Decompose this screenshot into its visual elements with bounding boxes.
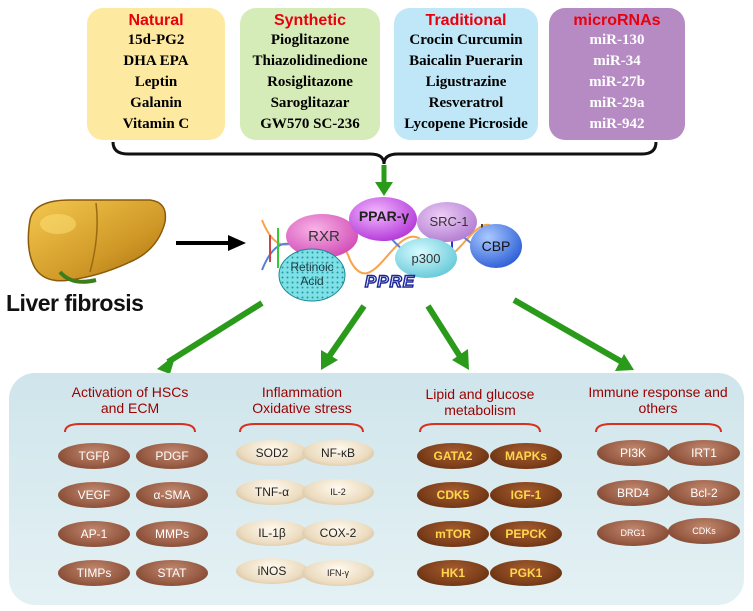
list-item: AP-1 (58, 521, 130, 547)
ppar-icon (349, 197, 417, 241)
list-item: Lycopene Picroside (404, 116, 528, 132)
list-item: CDKs (668, 518, 740, 544)
list-item: IFN-γ (302, 560, 374, 586)
list-item: MMPs (136, 521, 208, 547)
list-item: TIMPs (58, 560, 130, 586)
list-item: NF-κB (302, 440, 374, 466)
list-item: miR-942 (589, 116, 645, 132)
ppar-label: PPAR-γ (358, 208, 410, 224)
list-item: IGF-1 (490, 482, 562, 508)
list-item: HK1 (417, 560, 489, 586)
p300-label: p300 (411, 251, 441, 266)
natural-box: Natural 15d-PG2 DHA EPA Leptin Galanin V… (87, 8, 225, 140)
list-item: Vitamin C (122, 116, 190, 132)
list-item: CDK5 (417, 482, 489, 508)
source-bracket (111, 141, 658, 165)
traditional-title: Traditional (425, 12, 507, 29)
column-bracket (595, 423, 722, 433)
rxr-icon (286, 214, 358, 258)
list-item: miR-130 (589, 32, 645, 48)
list-item: Resveratrol (428, 95, 504, 111)
list-item: Bcl-2 (668, 480, 740, 506)
arrow-icon (615, 354, 634, 371)
list-item: mTOR (417, 521, 489, 547)
cbp-label: CBP (481, 238, 511, 254)
arrow-icon (452, 349, 469, 370)
list-item: α-SMA (136, 482, 208, 508)
list-item: Saroglitazar (270, 95, 350, 111)
list-item: Crocin Curcumin (409, 32, 523, 48)
list-item: Pioglitazone (270, 32, 350, 48)
list-item: COX-2 (302, 520, 374, 546)
list-item: miR-27b (589, 74, 645, 90)
microrna-title: microRNAs (573, 12, 661, 29)
list-item: DHA EPA (123, 53, 189, 69)
liver-fibrosis-label: Liver fibrosis (6, 290, 144, 316)
list-item: PEPCK (490, 521, 562, 547)
column-title: Lipid and glucose metabolism (425, 386, 535, 418)
retinoic-acid-label: Retinoic Acid (290, 260, 334, 288)
src1-label: SRC-1 (429, 214, 469, 229)
src1-icon (417, 202, 477, 242)
list-item: MAPKs (490, 443, 562, 469)
microrna-box: microRNAs miR-130 miR-34 miR-27b miR-29a… (549, 8, 685, 140)
list-item: Thiazolidinedione (252, 53, 368, 69)
list-item: VEGF (58, 482, 130, 508)
synthetic-box: Synthetic Pioglitazone Thiazolidinedione… (240, 8, 380, 140)
list-item: iNOS (236, 558, 308, 584)
outcomes-panel (9, 373, 744, 605)
arrow-right-icon (228, 235, 246, 251)
list-item: miR-29a (589, 95, 645, 111)
list-item: GATA2 (417, 443, 489, 469)
list-item: PI3K (597, 440, 669, 466)
natural-title: Natural (128, 12, 184, 29)
arrow-down-icon (375, 182, 393, 196)
rxr-label: RXR (308, 228, 340, 245)
list-item: 15d-PG2 (127, 32, 185, 48)
list-item: PDGF (136, 443, 208, 469)
list-item: IL-1β (236, 520, 308, 546)
list-item: Ligustrazine (425, 74, 507, 90)
ppre-label: PPRE (364, 271, 416, 292)
list-item: PGK1 (490, 560, 562, 586)
list-item: Rosiglitazone (267, 74, 353, 90)
synthetic-title: Synthetic (273, 12, 346, 29)
list-item: DRG1 (597, 520, 669, 546)
column-title: Immune response and others (588, 384, 728, 416)
list-item: IL-2 (302, 479, 374, 505)
list-item: miR-34 (593, 53, 641, 69)
column-bracket (239, 423, 364, 433)
list-item: Galanin (130, 95, 182, 111)
list-item: Leptin (134, 74, 178, 90)
p300-icon (395, 238, 457, 278)
column-bracket (64, 423, 196, 433)
liver-icon (27, 199, 167, 284)
list-item: SOD2 (236, 440, 308, 466)
column-title: Activation of HSCs and ECM (71, 384, 189, 416)
retinoic-acid-icon (278, 248, 346, 302)
traditional-box: Traditional Crocin Curcumin Baicalin Pue… (394, 8, 538, 140)
arrow-icon (157, 354, 176, 374)
cbp-icon (470, 224, 522, 268)
column-bracket (419, 423, 541, 433)
list-item: GW570 SC-236 (260, 116, 360, 132)
list-item: STAT (136, 560, 208, 586)
list-item: Baicalin Puerarin (409, 53, 523, 69)
list-item: BRD4 (597, 480, 669, 506)
arrow-icon (321, 350, 338, 370)
list-item: IRT1 (668, 440, 740, 466)
list-item: TGFβ (58, 443, 130, 469)
column-title: Inflammation Oxidative stress (252, 384, 352, 416)
list-item: TNF-α (236, 479, 308, 505)
